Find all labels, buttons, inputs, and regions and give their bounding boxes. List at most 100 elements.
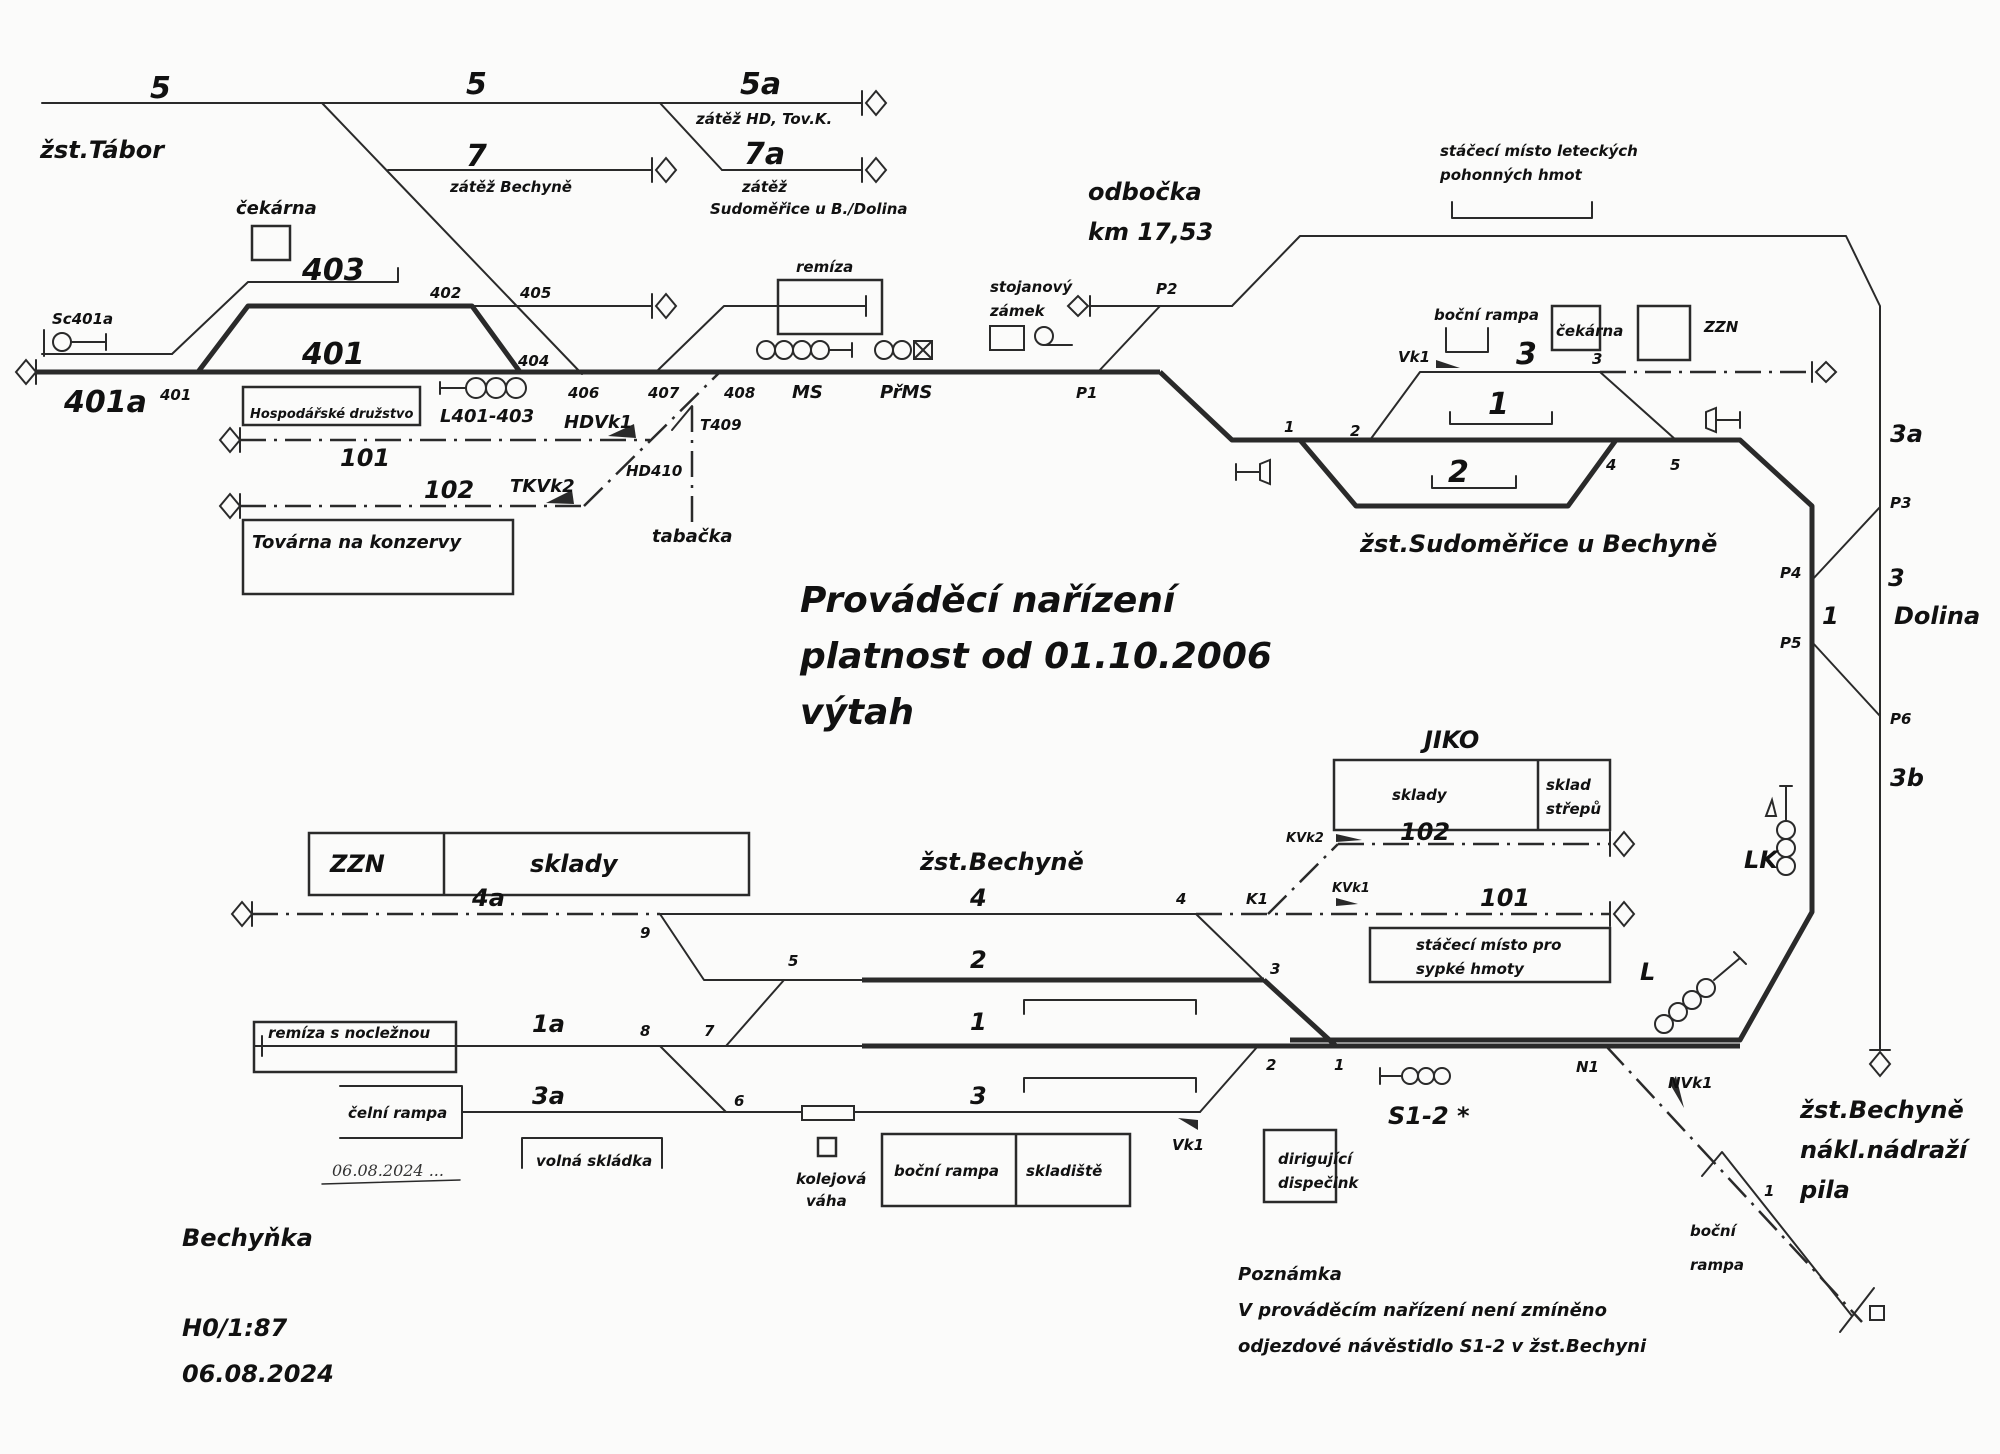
building-remiza bbox=[776, 278, 884, 336]
title-line-2: platnost od 01.10.2006 bbox=[799, 636, 1272, 677]
building-cekarna-tabor bbox=[250, 224, 292, 262]
label-k1: K1 bbox=[1246, 890, 1268, 908]
bechyne-station bbox=[230, 758, 1885, 1333]
label-track-1-right: 1 bbox=[1822, 602, 1839, 630]
track-401 bbox=[196, 303, 523, 374]
label-sud-switch-5: 5 bbox=[1670, 456, 1680, 474]
label-bech-switch-4: 4 bbox=[1175, 890, 1186, 908]
label-bech-switch-6: 6 bbox=[734, 1092, 744, 1110]
label-bocni-rampa-bech: boční rampa bbox=[894, 1162, 999, 1180]
label-track-1a: 1a bbox=[532, 1010, 565, 1038]
label-track-3b-right: 3b bbox=[1890, 764, 1924, 792]
label-switch-406: 406 bbox=[567, 384, 599, 402]
building-zzn-bech bbox=[307, 831, 751, 897]
label-track-5a: 5a bbox=[740, 67, 781, 102]
signal-s1-2 bbox=[1379, 1067, 1451, 1085]
signal-prms bbox=[874, 340, 933, 360]
layout-scale: H0/1:87 bbox=[182, 1314, 288, 1342]
label-hosp-druzstvo: Hospodářské družstvo bbox=[250, 407, 414, 422]
derailer-hdvk1 bbox=[608, 424, 636, 438]
label-p2: P2 bbox=[1156, 280, 1177, 298]
label-track-3a-right: 3a bbox=[1890, 420, 1923, 448]
platform-bech-3 bbox=[1023, 1077, 1197, 1093]
note-line-2: odjezdové návěstidlo S1-2 v žst.Bechyni bbox=[1238, 1336, 1647, 1357]
building-cekarna-sud bbox=[1550, 304, 1602, 352]
label-track-101-tabor: 101 bbox=[340, 444, 390, 472]
label-kolejova1: kolejová bbox=[796, 1170, 866, 1188]
label-p5: P5 bbox=[1780, 634, 1801, 652]
label-stojanovy1: stojanový bbox=[990, 278, 1073, 296]
track-p5-p6 bbox=[1811, 641, 1881, 717]
label-sud-switch-4: 4 bbox=[1605, 456, 1616, 474]
label-track-403: 403 bbox=[301, 253, 365, 288]
bocni-rampa-pila bbox=[1701, 1151, 1853, 1317]
stand-lock bbox=[989, 325, 1073, 351]
buffer-stop-7a bbox=[861, 156, 888, 184]
buffer-stop-401a bbox=[14, 358, 38, 386]
signal-ms bbox=[756, 340, 853, 360]
labels: 5 5 5a zátěž HD, Tov.K. 7 zátěž Bechyně … bbox=[39, 67, 1980, 1388]
buffer-stop-4a bbox=[230, 900, 254, 928]
track-to-dolina bbox=[1231, 235, 1881, 1051]
track-scale-hut bbox=[816, 1136, 838, 1158]
label-bocni-rampa-sud: boční rampa bbox=[1434, 306, 1539, 324]
label-pila-switch-1: 1 bbox=[1764, 1182, 1774, 1200]
label-stojanovy2: zámek bbox=[989, 302, 1046, 320]
label-hdvk1: HDVk1 bbox=[564, 412, 632, 433]
label-vk1-sud: Vk1 bbox=[1398, 348, 1430, 366]
label-track-5-mid: 5 bbox=[466, 67, 487, 102]
buffer-stop-pila bbox=[1868, 1049, 1892, 1078]
label-stacec-sypke2: sypké hmoty bbox=[1416, 960, 1525, 978]
derailer-kvk2 bbox=[1336, 834, 1362, 842]
label-p4: P4 bbox=[1780, 564, 1801, 582]
track-408-diagonal bbox=[583, 371, 721, 507]
label-sklady-bech: sklady bbox=[530, 850, 619, 878]
label-l401-403: L401-403 bbox=[440, 406, 534, 427]
label-remiza: remíza bbox=[796, 258, 853, 276]
label-bech-switch-3: 3 bbox=[1270, 960, 1280, 978]
label-track-7a: 7a bbox=[744, 137, 785, 172]
label-tabacka: tabačka bbox=[652, 526, 733, 547]
label-sud-switch-2: 2 bbox=[1350, 422, 1360, 440]
label-sklad-strepu2: střepů bbox=[1546, 800, 1601, 818]
label-track-4: 4 bbox=[969, 884, 987, 912]
label-l: L bbox=[1640, 958, 1655, 986]
label-ms: MS bbox=[792, 382, 823, 403]
label-switch-407: 407 bbox=[647, 384, 680, 402]
label-track-102-bech: 102 bbox=[1400, 818, 1450, 846]
label-bocni-rampa-pila1: boční bbox=[1690, 1222, 1739, 1240]
label-t7a-note2: Sudoměřice u B./Dolina bbox=[710, 200, 908, 218]
label-lk: LK bbox=[1744, 846, 1780, 874]
signal-sc401a bbox=[43, 329, 107, 357]
buffer-stop-405 bbox=[651, 292, 678, 320]
label-odbocka2: km 17,53 bbox=[1088, 218, 1213, 246]
buffer-stop-pila-end bbox=[1869, 1305, 1885, 1321]
derailer-kvk1 bbox=[1336, 898, 1358, 906]
label-skladiste: skladiště bbox=[1026, 1162, 1102, 1180]
derailer-vk1-bech bbox=[1178, 1118, 1198, 1130]
building-remiza-nocl bbox=[252, 1020, 458, 1074]
label-track-401a: 401a bbox=[63, 385, 147, 420]
label-p1: P1 bbox=[1076, 384, 1097, 402]
label-switch-408: 408 bbox=[723, 384, 755, 402]
buffer-stop-sud-3 bbox=[1811, 360, 1838, 384]
label-n1: N1 bbox=[1576, 1058, 1599, 1076]
label-t5a-note: zátěž HD, Tov.K. bbox=[695, 110, 832, 128]
label-kvk1: KVk1 bbox=[1332, 881, 1370, 896]
label-vk1-bech: Vk1 bbox=[1172, 1136, 1204, 1154]
label-tovarna: Továrna na konzervy bbox=[252, 532, 462, 553]
label-zzn-sud: ZZN bbox=[1703, 318, 1739, 336]
station-bechyne-nakl1: žst.Bechyně bbox=[1799, 1096, 1964, 1124]
platform-sud-2 bbox=[1431, 475, 1517, 489]
label-nvk1: NVk1 bbox=[1668, 1074, 1713, 1092]
track-3-1 bbox=[1262, 978, 1338, 1048]
station-sudomerice: žst.Sudoměřice u Bechyně bbox=[1359, 530, 1717, 558]
tabor-station bbox=[14, 89, 1233, 596]
label-track-3a: 3a bbox=[532, 1082, 565, 1110]
label-zzn-bech: ZZN bbox=[329, 850, 385, 878]
label-t7a-note1: zátěž bbox=[741, 178, 787, 196]
label-cekarna-tabor: čekárna bbox=[236, 198, 317, 219]
buffer-stop-102-tabor bbox=[218, 492, 242, 520]
label-switch-405: 405 bbox=[519, 284, 551, 302]
label-sklady-jiko: sklady bbox=[1392, 786, 1448, 804]
